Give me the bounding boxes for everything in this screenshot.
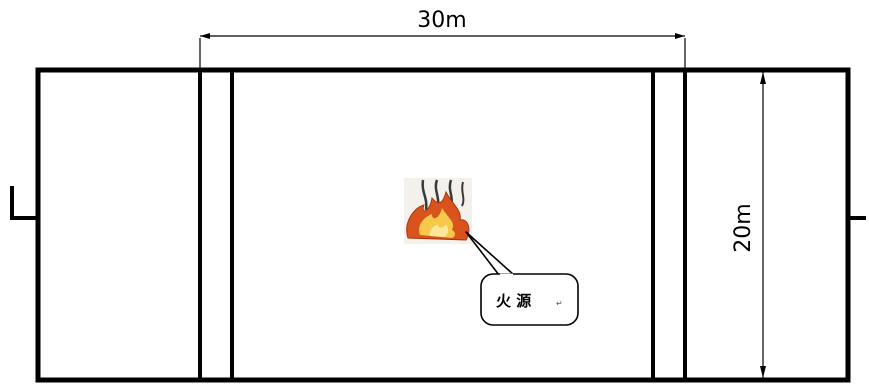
left-entrance-stub — [10, 186, 38, 220]
fire-icon — [404, 178, 472, 244]
width-dimension: 30m — [199, 8, 686, 70]
fire-source-callout: 火 源 ↵ — [465, 231, 579, 326]
paragraph-mark: ↵ — [556, 299, 563, 308]
height-dimension-label: 20m — [731, 203, 756, 252]
fire-source-label: 火 源 — [496, 292, 531, 310]
width-dimension-label: 30m — [417, 8, 466, 33]
building-outline — [35, 67, 851, 383]
height-dimension: 20m — [731, 72, 766, 378]
